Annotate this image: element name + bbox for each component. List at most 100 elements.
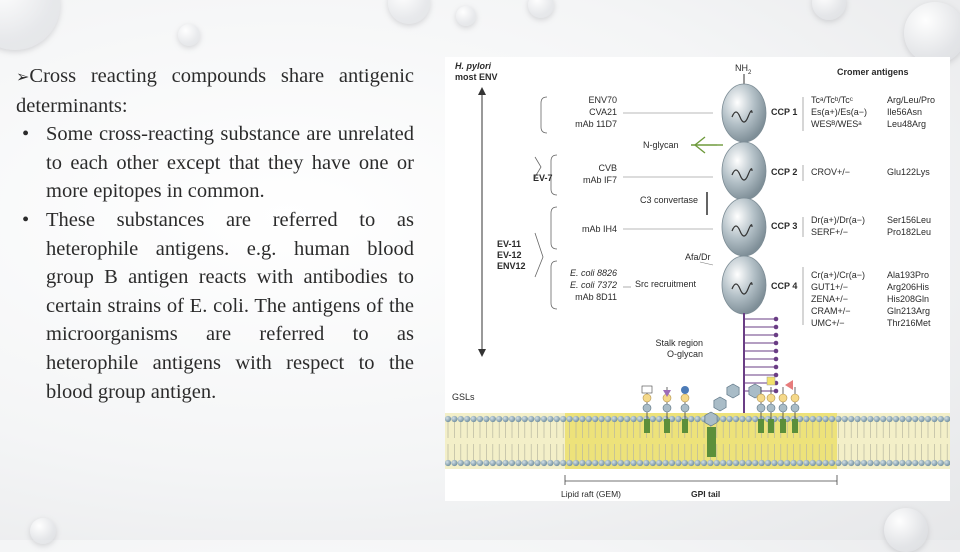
gsl-sugar <box>778 393 788 403</box>
gsl-sugar <box>681 386 689 394</box>
lipid-head <box>534 459 541 467</box>
most-env-label: most ENV <box>455 72 498 82</box>
lipid-head <box>611 415 618 423</box>
ccp-domain <box>721 255 767 315</box>
ccp-domain <box>721 197 767 257</box>
gsl-lipid <box>792 419 798 433</box>
lipid-head <box>796 459 804 467</box>
lipid-head <box>592 459 599 467</box>
lipid-head <box>688 415 695 423</box>
mutation-label: Leu48Arg <box>887 119 926 129</box>
lipid-head <box>841 459 848 467</box>
gpi-glycan <box>704 411 718 427</box>
lipid-head <box>931 415 938 423</box>
lipid-head <box>547 415 554 423</box>
lipid-head <box>604 415 612 423</box>
ccp-fold-glyph <box>731 168 753 181</box>
antigen-label: UMC+/− <box>811 318 845 328</box>
lipid-head <box>860 459 868 467</box>
lipid-head <box>892 459 900 467</box>
lipid-raft-label: Lipid raft (GEM) <box>561 489 621 499</box>
gsl-sugar <box>766 393 776 403</box>
antigen-label: Es(a+)/Es(a−) <box>811 107 867 117</box>
lipid-head <box>508 459 516 467</box>
lipid-head <box>752 459 759 467</box>
mutation-label: Glu122Lys <box>887 167 930 177</box>
ccp3-label: CCP 3 <box>771 221 797 231</box>
lipid-head <box>918 415 925 423</box>
lipid-head <box>508 415 516 423</box>
ligand-label: E. coli 7372 <box>570 280 617 290</box>
ccp-domains <box>721 83 767 315</box>
ligand-label: mAb IH4 <box>582 224 617 234</box>
lipid-head <box>515 415 522 423</box>
lipid-head <box>624 415 631 423</box>
gsl-lipid <box>758 419 764 433</box>
lipid-head <box>457 415 464 423</box>
lipid-head <box>521 459 528 467</box>
cell-membrane <box>445 413 950 485</box>
ligand-label: mAb 8D11 <box>575 292 617 302</box>
lipid-head <box>675 415 682 423</box>
antigen-label: GUT1+/− <box>811 282 848 292</box>
lipid-head <box>572 415 580 423</box>
antigen-label: CROV+/− <box>811 167 850 177</box>
lipid-head <box>649 459 656 467</box>
n-glycan-label: N-glycan <box>643 140 679 150</box>
heading-text: Cross reacting compounds share antigenic… <box>16 65 414 117</box>
lipid-head <box>803 415 810 423</box>
lipid-head <box>528 459 535 467</box>
ligand-label: CVB <box>598 163 617 173</box>
gsl-sugar <box>642 393 652 403</box>
lipid-head <box>515 459 522 467</box>
lipid-head <box>931 459 938 467</box>
src-recruitment-label: Src recruitment <box>635 279 697 289</box>
ccp-fold-glyph <box>731 110 753 123</box>
lipid-head <box>630 459 637 467</box>
lipid-head <box>944 415 950 423</box>
o-glycan-sugar <box>773 324 779 330</box>
gsl-lipid <box>664 419 670 433</box>
nh2-subscript: 2 <box>748 70 752 76</box>
lipid-head <box>924 415 932 423</box>
lipid-head <box>534 415 541 423</box>
lipid-head <box>496 415 503 423</box>
o-glycan-sugar <box>773 372 779 378</box>
lipid-head <box>585 415 592 423</box>
lipid-head <box>720 459 727 467</box>
gpi-glycan <box>726 383 740 399</box>
c3-convertase-label: C3 convertase <box>640 195 698 205</box>
lipid-head <box>540 415 548 423</box>
lipid-head <box>892 415 900 423</box>
lipid-head <box>905 415 912 423</box>
gsls-label: GSLs <box>452 392 475 402</box>
mutation-label: His208Gln <box>887 294 929 304</box>
lipid-head <box>732 415 740 423</box>
mutation-label: Thr216Met <box>887 318 931 328</box>
gsl-fucose-icon <box>663 390 671 397</box>
lipid-head <box>643 459 650 467</box>
lipid-head <box>553 459 560 467</box>
lipid-head <box>880 415 887 423</box>
lipid-head <box>572 459 580 467</box>
lipid-head <box>617 415 624 423</box>
lipid-head <box>912 415 919 423</box>
ligand-label: CVA21 <box>589 107 617 117</box>
lipid-head <box>656 459 663 467</box>
lipid-head <box>579 459 586 467</box>
gsl-sugar <box>778 403 788 413</box>
glycosphingolipids <box>641 376 800 433</box>
mutation-label: Gln213Arg <box>887 306 930 316</box>
o-glycan-sugar <box>773 388 779 394</box>
gsl-sugar <box>766 403 776 413</box>
lipid-head <box>860 415 868 423</box>
lipid-head <box>470 415 477 423</box>
lipid-head <box>585 459 592 467</box>
ccp2-label: CCP 2 <box>771 167 797 177</box>
slide-heading: ➢Cross reacting compounds share antigeni… <box>16 62 414 120</box>
antigen-label: Cr(a+)/Cr(a−) <box>811 270 865 280</box>
mutation-label: Ile56Asn <box>887 107 922 117</box>
lipid-head <box>937 459 944 467</box>
lipid-head <box>476 459 484 467</box>
cromer-antigens-title: Cromer antigens <box>837 67 909 77</box>
